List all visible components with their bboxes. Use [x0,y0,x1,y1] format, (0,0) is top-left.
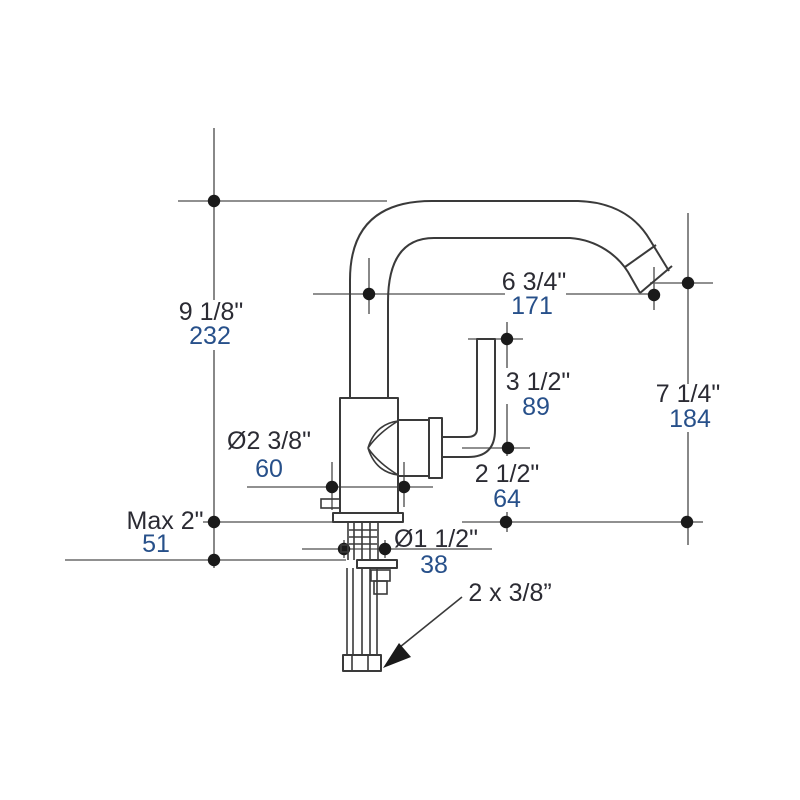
aerator-joint-line [624,244,657,268]
shank-side-screw [340,544,349,553]
faucet-body [339,397,399,514]
label-supply-connections: 2 x 3/8” [468,579,551,607]
label-shank-diameter-mm: 38 [420,551,448,579]
leader-arrowhead [383,643,411,668]
mounting-washer [356,559,398,569]
faucet-outline [320,200,673,672]
label-overall-height-inch: 9 1/8" [179,298,243,326]
body-side-tab [320,498,341,509]
dimension-labels: 9 1/8" 232 6 3/4" 171 3 1/2" 89 7 1/4" 1… [127,268,721,607]
label-lever-height-mm: 89 [522,393,550,421]
handle-bell [397,419,430,477]
label-outlet-height-mm: 184 [669,405,711,433]
label-spout-reach-inch: 6 3/4" [502,268,566,296]
label-max-deck-inch: Max 2" [127,507,204,535]
label-base-diameter-inch: Ø2 3/8" [227,427,311,455]
label-lever-height-inch: 3 1/2" [506,368,570,396]
label-outlet-height-inch: 7 1/4" [656,380,720,408]
hex-nut-facets [351,655,369,671]
handle-collar [428,417,443,479]
supply-tubes [346,568,378,655]
label-lever-axis-inch: 2 1/2" [475,460,539,488]
leader-line [399,596,463,648]
hex-nut [342,654,382,672]
dimension-dots [207,194,695,567]
spout-inner-profile [387,237,641,398]
aerator-end-face [639,265,673,294]
spout-outer-profile [349,200,670,398]
base-flange [332,512,404,523]
label-overall-height-mm: 232 [189,322,231,350]
handle-cone-lower-leaf [367,447,399,476]
tube-clip-upper [370,569,391,582]
label-spout-reach-mm: 171 [511,292,553,320]
tube-clip-lower [373,580,388,595]
shank-thread-lines [349,529,377,545]
label-shank-diameter-inch: Ø1 1/2" [394,525,478,553]
label-max-deck-mm: 51 [142,530,170,558]
label-lever-axis-mm: 64 [493,485,521,513]
label-base-diameter-mm: 60 [255,455,283,483]
handle-cone-upper-leaf [367,420,399,449]
shank-tubes-upper [347,522,379,560]
handle-lever [442,338,496,458]
